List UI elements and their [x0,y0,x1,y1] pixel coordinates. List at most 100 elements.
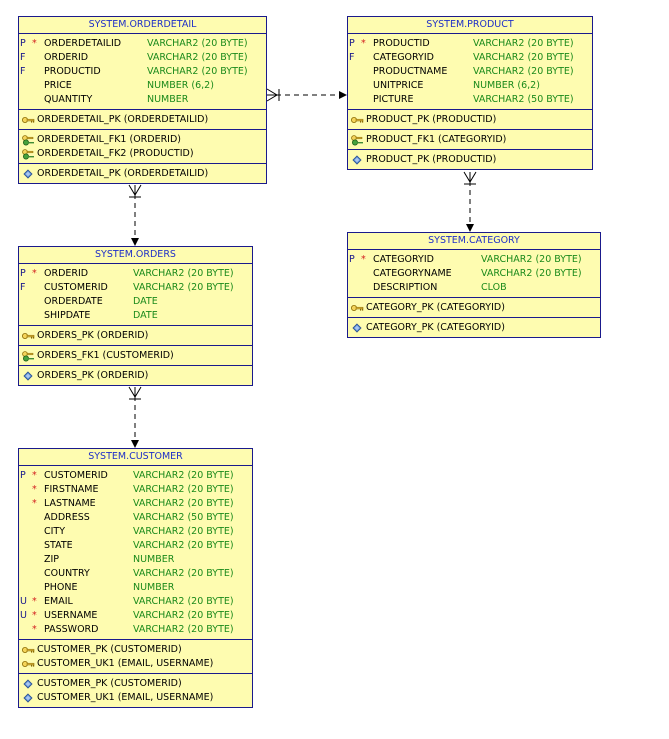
mandatory-marker: * [32,484,37,495]
column-type: VARCHAR2 (20 BYTE) [473,66,574,77]
index[interactable]: ORDERS_PK (ORDERID) [19,369,252,383]
column-name: SHIPDATE [44,310,91,321]
index-label: PRODUCT_PK (PRODUCTID) [366,154,497,165]
index[interactable]: CUSTOMER_PK (CUSTOMERID) [19,677,252,691]
index-label: CUSTOMER_UK1 (EMAIL, USERNAME) [37,692,214,703]
column-name: PICTURE [373,94,414,105]
column-name: DESCRIPTION [373,282,438,293]
index[interactable]: PRODUCT_PK (PRODUCTID) [348,153,592,167]
mandatory-marker: * [32,498,37,509]
primary-key[interactable]: CATEGORY_PK (CATEGORYID) [348,301,600,315]
column-name: FIRSTNAME [44,484,99,495]
foreign-key-label: PRODUCT_FK1 (CATEGORYID) [366,134,507,145]
foreign-key[interactable]: ORDERS_FK1 (CUSTOMERID) [19,349,252,363]
primary-key[interactable]: CUSTOMER_UK1 (EMAIL, USERNAME) [19,657,252,671]
relationship-orderdetail-orders[interactable] [128,184,142,246]
foreign-key[interactable]: PRODUCT_FK1 (CATEGORYID) [348,133,592,147]
column-row[interactable]: SHIPDATE DATE [19,309,252,323]
column-type: DATE [133,310,158,321]
column-key-flag: P [349,38,355,49]
primary-key-label: CUSTOMER_UK1 (EMAIL, USERNAME) [37,658,214,669]
index[interactable]: ORDERDETAIL_PK (ORDERDETAILID) [19,167,266,181]
column-type: VARCHAR2 (20 BYTE) [147,66,248,77]
index-label: CATEGORY_PK (CATEGORYID) [366,322,505,333]
index[interactable]: CUSTOMER_UK1 (EMAIL, USERNAME) [19,691,252,705]
mandatory-marker: * [32,470,37,481]
foreign-key[interactable]: ORDERDETAIL_FK2 (PRODUCTID) [19,147,266,161]
arrowhead [131,238,139,246]
primary-key[interactable]: ORDERS_PK (ORDERID) [19,329,252,343]
index-icon [350,322,364,334]
primary-key-label: PRODUCT_PK (PRODUCTID) [366,114,497,125]
column-name: CATEGORYID [373,52,434,63]
column-row[interactable]: PICTURE VARCHAR2 (50 BYTE) [348,93,592,107]
column-type: VARCHAR2 (20 BYTE) [133,568,234,579]
index-label: ORDERS_PK (ORDERID) [37,370,149,381]
column-type: VARCHAR2 (20 BYTE) [473,38,574,49]
primary-keys-section: CATEGORY_PK (CATEGORYID) [348,298,600,318]
column-key-flag: P [349,254,355,265]
indexes-section: ORDERDETAIL_PK (ORDERDETAILID) [19,164,266,183]
column-key-flag: P [20,38,26,49]
relationship-product-category[interactable] [463,171,477,232]
column-name: LASTNAME [44,498,96,509]
column-key-flag: U [20,610,27,621]
mandatory-marker: * [361,254,366,265]
primary-key[interactable]: PRODUCT_PK (PRODUCTID) [348,113,592,127]
column-type: VARCHAR2 (20 BYTE) [481,254,582,265]
relationship-orderdetail-product[interactable] [266,88,347,102]
column-type: NUMBER [133,554,175,565]
key-icon [21,330,35,342]
column-key-flag: F [349,52,355,63]
primary-key[interactable]: ORDERDETAIL_PK (ORDERDETAILID) [19,113,266,127]
index-icon [21,692,35,704]
foreign-key[interactable]: ORDERDETAIL_FK1 (ORDERID) [19,133,266,147]
index[interactable]: CATEGORY_PK (CATEGORYID) [348,321,600,335]
column-name: CATEGORYNAME [373,268,452,279]
relationship-orders-customer[interactable] [128,386,142,448]
primary-key[interactable]: CUSTOMER_PK (CUSTOMERID) [19,643,252,657]
column-type: NUMBER (6,2) [147,80,214,91]
table-title: SYSTEM.CUSTOMER [19,449,252,466]
column-name: EMAIL [44,596,73,607]
foreign-keys-section: ORDERS_FK1 (CUSTOMERID) [19,346,252,366]
column-name: CITY [44,526,66,537]
column-type: VARCHAR2 (20 BYTE) [147,52,248,63]
primary-keys-section: CUSTOMER_PK (CUSTOMERID)CUSTOMER_UK1 (EM… [19,640,252,674]
column-type: VARCHAR2 (50 BYTE) [473,94,574,105]
